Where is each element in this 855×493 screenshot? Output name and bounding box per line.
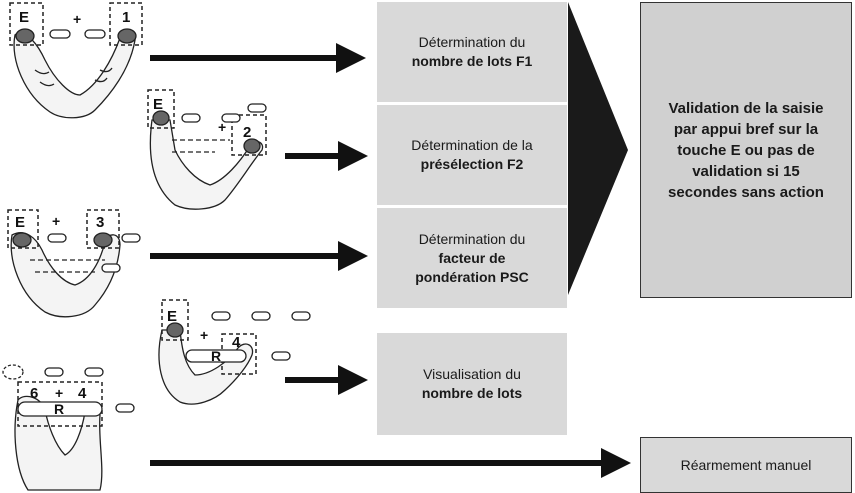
hand-gesture-4 — [158, 299, 311, 405]
key-4-b: 4 — [78, 385, 87, 402]
validation-text: Validation de la saisie par appui bref s… — [668, 99, 824, 201]
step-1-line1: Détermination du — [418, 34, 526, 50]
key-6: 6 — [30, 385, 38, 402]
merge-chevron — [568, 2, 628, 295]
key-1: 1 — [122, 9, 130, 26]
step-box-2: Détermination de la présélection F2 — [377, 105, 567, 205]
hand-gesture-5 — [2, 364, 135, 491]
hand-gesture-3 — [7, 209, 141, 318]
plus-5: + — [55, 385, 63, 401]
plus-3: + — [52, 213, 60, 229]
step-box-4: Visualisation du nombre de lots — [377, 333, 567, 435]
step-4-line2: nombre de lots — [421, 385, 523, 401]
step-3-line3: pondération PSC — [415, 268, 529, 285]
step-2-line2: présélection F2 — [420, 156, 524, 172]
rearm-box: Réarmement manuel — [640, 437, 852, 493]
step-4-line1: Visualisation du — [423, 366, 521, 382]
key-3: 3 — [96, 214, 104, 231]
key-e-2: E — [153, 96, 163, 113]
key-r-4: R — [211, 348, 221, 364]
hand-gesture-2 — [147, 89, 267, 210]
step-2-line1: Détermination de la — [411, 137, 533, 153]
key-e-1: E — [19, 9, 29, 26]
arrows — [150, 43, 631, 478]
step-3-line2: facteur de — [438, 249, 506, 266]
step-3-line1: Détermination du — [418, 230, 526, 247]
step-box-3: Détermination du facteur de pondération … — [377, 208, 567, 308]
validation-box: Validation de la saisie par appui bref s… — [640, 2, 852, 298]
plus-2: + — [218, 119, 226, 135]
hand-gesture-1 — [9, 2, 143, 119]
plus-1: + — [73, 11, 81, 27]
plus-4: + — [200, 327, 208, 343]
step-1-line2: nombre de lots F1 — [411, 53, 533, 69]
key-r-5: R — [54, 401, 64, 417]
rearm-text: Réarmement manuel — [680, 457, 812, 473]
key-e-4: E — [167, 308, 177, 325]
key-2: 2 — [243, 124, 251, 141]
step-box-1: Détermination du nombre de lots F1 — [377, 2, 567, 102]
key-e-3: E — [15, 214, 25, 231]
key-4: 4 — [232, 334, 241, 351]
